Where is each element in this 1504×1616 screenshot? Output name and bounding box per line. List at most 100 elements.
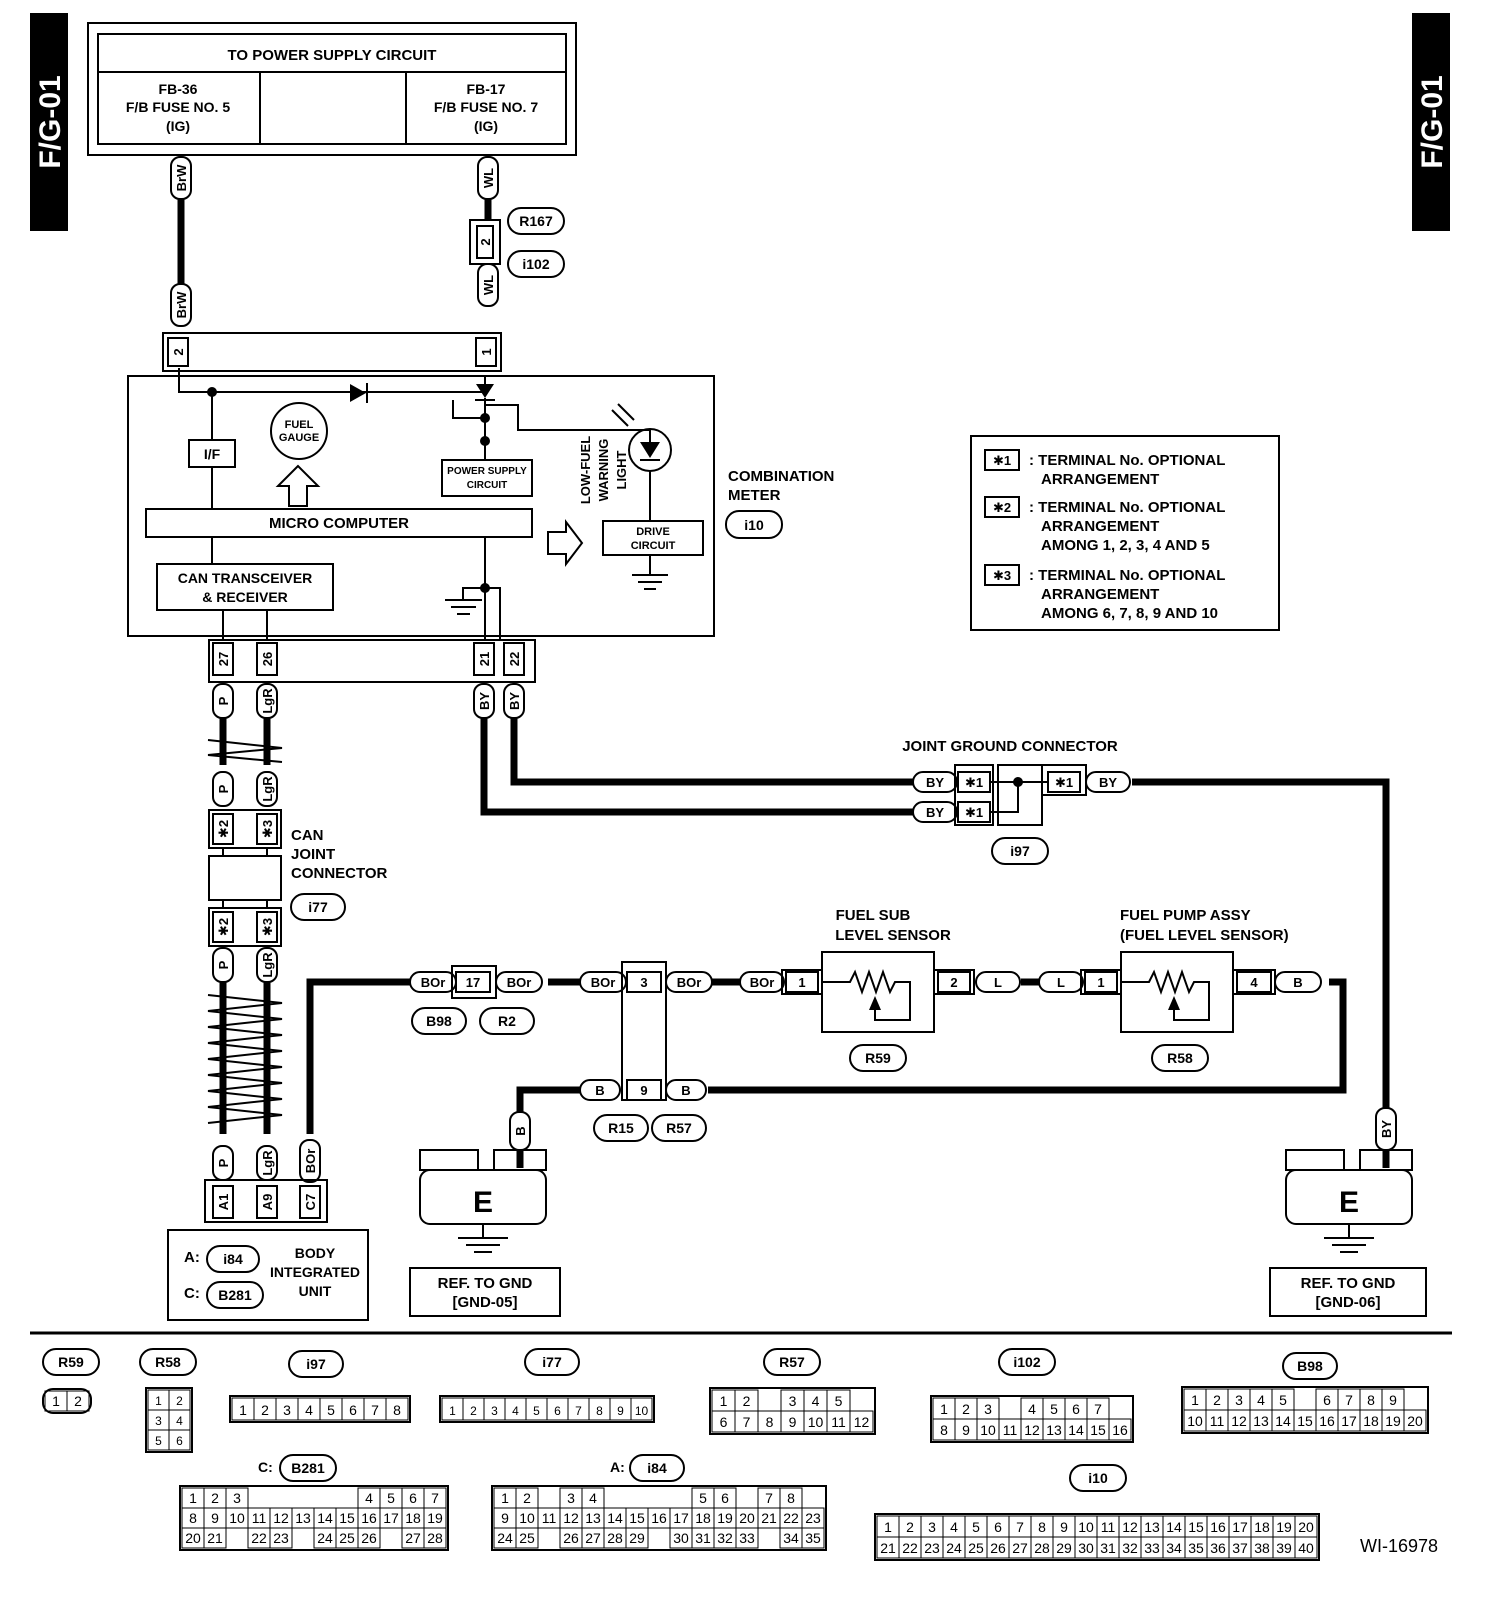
pin-cell — [203, 1527, 227, 1549]
pin-number: 6 — [721, 1490, 729, 1506]
pin-number: 7 — [371, 1402, 379, 1418]
svg-text:AMONG 1, 2, 3, 4 AND 5: AMONG 1, 2, 3, 4 AND 5 — [1041, 537, 1210, 554]
pin-number: 10 — [980, 1422, 996, 1438]
pin-number: 12 — [854, 1414, 870, 1430]
pin-number: 2 — [211, 1490, 219, 1506]
pin-number: 3 — [283, 1402, 291, 1418]
inline-connector-r15-r57: BOr 3 9 BOr B B R15 R57 — [579, 961, 713, 1142]
grid-i97-frame — [229, 1395, 411, 1423]
pin-number: 19 — [427, 1510, 443, 1526]
svg-text:✱2: ✱2 — [216, 918, 231, 936]
svg-text:: TERMINAL No. OPTIONAL: : TERMINAL No. OPTIONAL — [1029, 499, 1225, 516]
svg-text:A:: A: — [610, 1459, 625, 1475]
svg-text:27: 27 — [216, 652, 231, 666]
svg-text:✱3: ✱3 — [993, 568, 1011, 583]
svg-text:LgR: LgR — [260, 688, 275, 714]
pin-number: 18 — [1254, 1519, 1270, 1535]
pin-number: 2 — [470, 1404, 477, 1418]
pin-number: 32 — [717, 1530, 733, 1546]
svg-text:i84: i84 — [647, 1460, 667, 1476]
pin-number: 30 — [673, 1530, 689, 1546]
pin-number: 13 — [585, 1510, 601, 1526]
pin-number: 8 — [787, 1490, 795, 1506]
svg-text:L: L — [994, 975, 1002, 990]
connector-i97-label: i97 — [1010, 843, 1030, 859]
pin-number: 21 — [207, 1530, 223, 1546]
pin-number: 6 — [176, 1434, 183, 1448]
pin-number: 36 — [1210, 1540, 1226, 1556]
pin-cell — [735, 1527, 759, 1549]
grid-r58-frame — [145, 1387, 193, 1453]
connector-r15-label: R15 — [608, 1120, 634, 1136]
pin-cell — [385, 1397, 409, 1421]
svg-text:R57: R57 — [779, 1354, 805, 1370]
pin-cell — [1403, 1409, 1427, 1432]
svg-text:i77: i77 — [542, 1354, 562, 1370]
meter-name-line2: METER — [728, 487, 781, 504]
pin-number: 2 — [743, 1393, 751, 1409]
grid-i77-frame — [439, 1395, 655, 1423]
pin-number: 19 — [717, 1510, 733, 1526]
pin-number: 22 — [902, 1540, 918, 1556]
pin-cell — [538, 1488, 560, 1508]
svg-text:ARRANGEMENT: ARRANGEMENT — [1041, 586, 1159, 603]
pin-cell — [758, 1390, 781, 1411]
svg-text:BOr: BOr — [421, 975, 446, 990]
svg-text:P: P — [216, 696, 231, 705]
svg-text:BrW: BrW — [174, 164, 189, 191]
pin-number: 17 — [1341, 1413, 1357, 1429]
body-integrated-unit: A1 A9 C7 A: i84 C: B281 BODY INTEGRATED … — [167, 1179, 369, 1321]
svg-text:A9: A9 — [260, 1194, 275, 1211]
svg-text:✱2: ✱2 — [993, 500, 1011, 515]
pin-number: 2 — [176, 1394, 183, 1408]
pin-cell — [1108, 1418, 1132, 1441]
svg-text:[GND-06]: [GND-06] — [1315, 1294, 1380, 1311]
pin-number: 33 — [739, 1530, 755, 1546]
svg-text:✱1: ✱1 — [993, 453, 1011, 468]
pin-number: 10 — [808, 1414, 824, 1430]
svg-text:AMONG 6, 7, 8, 9 AND 10: AMONG 6, 7, 8, 9 AND 10 — [1041, 605, 1218, 622]
pin-number: 35 — [805, 1530, 821, 1546]
grid-b281-frame — [179, 1485, 449, 1551]
svg-text:BY: BY — [926, 805, 944, 820]
pin-number: 11 — [1101, 1519, 1116, 1535]
svg-text:26: 26 — [260, 652, 275, 666]
pin-number: 20 — [1407, 1413, 1423, 1429]
power-supply-title: TO POWER SUPPLY CIRCUIT — [228, 47, 437, 64]
connector-b281-label: B281 — [218, 1287, 252, 1303]
pin-cell — [1294, 1389, 1316, 1410]
pin-cell — [849, 1410, 874, 1433]
pin-number: 28 — [1034, 1540, 1050, 1556]
can-twisted-pair-lower — [207, 994, 283, 1124]
svg-text:BY: BY — [1379, 1120, 1394, 1138]
pin-number: 40 — [1298, 1540, 1314, 1556]
fuel-gauge-line1: FUEL — [285, 419, 314, 431]
svg-text:R58: R58 — [155, 1354, 181, 1370]
pin-number: 18 — [405, 1510, 421, 1526]
svg-text:REF. TO GND: REF. TO GND — [438, 1275, 533, 1292]
document-id: WI-16978 — [1360, 1536, 1438, 1556]
svg-text:R59: R59 — [58, 1354, 84, 1370]
svg-text:✱1: ✱1 — [965, 805, 983, 820]
grid-i10-frame — [874, 1513, 1320, 1561]
page-tag-right-text: F/G-01 — [1416, 75, 1449, 168]
pin-number: 11 — [252, 1510, 267, 1526]
pin-number: 4 — [1028, 1401, 1036, 1417]
pin-number: 19 — [1276, 1519, 1292, 1535]
pin-number: 13 — [1144, 1519, 1160, 1535]
pin-number: 8 — [596, 1404, 603, 1418]
svg-text:22: 22 — [507, 652, 522, 666]
pin-number: 3 — [928, 1519, 936, 1535]
pin-number: 26 — [361, 1530, 377, 1546]
can-joint-line1: CAN — [291, 827, 324, 844]
grid-i102-frame — [930, 1395, 1134, 1443]
pin-number: 4 — [812, 1393, 820, 1409]
pin-number: 23 — [273, 1530, 289, 1546]
fuel-gauge-line2: GAUGE — [279, 432, 319, 444]
pin-number: 34 — [783, 1530, 799, 1546]
svg-text:A1: A1 — [216, 1194, 231, 1211]
pin-number: 14 — [607, 1510, 623, 1526]
